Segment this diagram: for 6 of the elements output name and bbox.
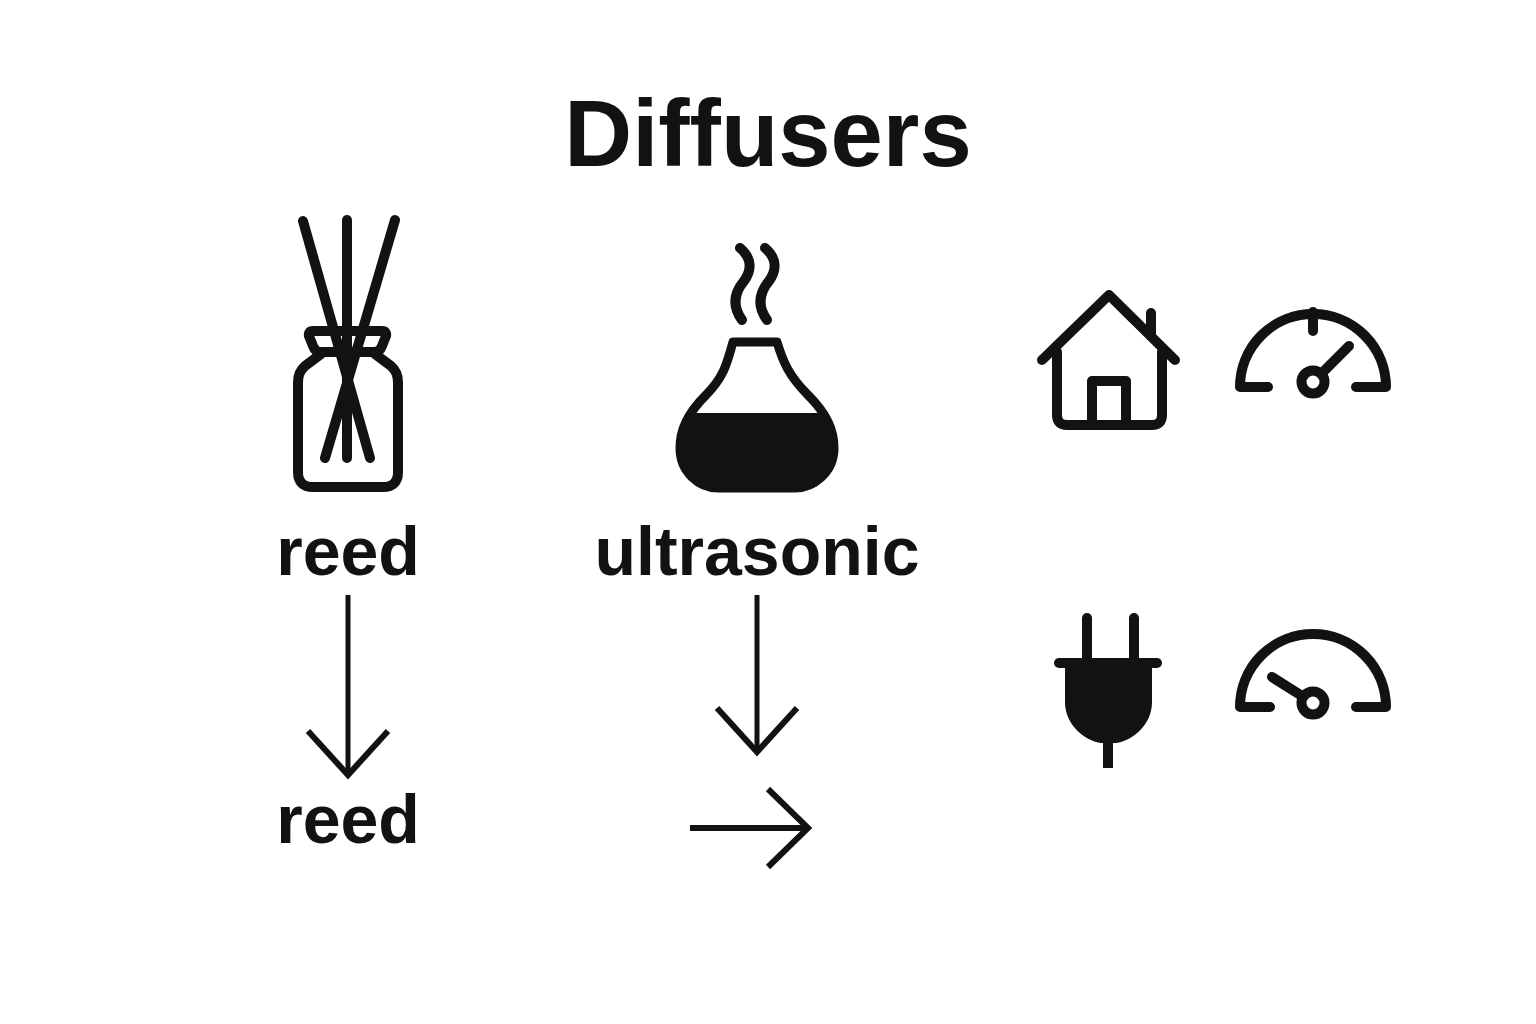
arrow <box>714 595 800 755</box>
diagram-title: Diffusers <box>564 87 972 181</box>
category-label: reed <box>276 785 420 853</box>
category-label: reed <box>276 517 420 585</box>
arrow <box>305 595 391 778</box>
category-label: ultrasonic <box>594 517 920 585</box>
